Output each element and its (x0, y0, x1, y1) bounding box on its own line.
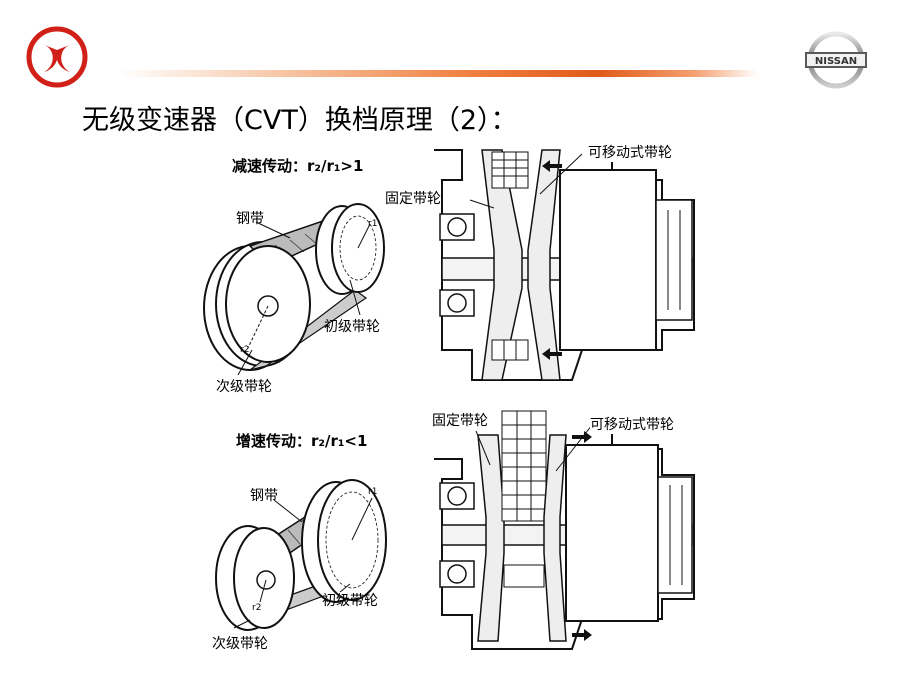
overdrive-fixed-pulley-label: 固定带轮 (432, 410, 488, 430)
overdrive-primary-pulley-label: 初级带轮 (322, 593, 378, 609)
nissan-logo: NISSAN (805, 31, 867, 89)
overdrive-section-diagram (432, 405, 698, 655)
reduction-steel-belt-label: 钢带 (236, 211, 264, 227)
reduction-fixed-pulley-label: 固定带轮 (385, 188, 441, 208)
overdrive-belt-diagram: r2 r1 (215, 479, 387, 631)
svg-text:r2: r2 (252, 603, 261, 613)
overdrive-movable-pulley-label: 可移动式带轮 (590, 414, 674, 434)
reduction-belt-diagram: r2 r1 (203, 203, 385, 376)
header-divider (118, 70, 758, 77)
reduction-secondary-pulley-label: 次级带轮 (216, 379, 272, 395)
nissan-logo-text: NISSAN (815, 56, 857, 67)
dongfeng-logo (26, 26, 88, 88)
reduction-primary-pulley-label: 初级带轮 (324, 319, 380, 335)
reduction-heading: 减速传动：r₂/r₁>1 (232, 157, 364, 175)
reduction-section-diagram (432, 140, 698, 390)
svg-text:r2: r2 (240, 345, 249, 355)
steel-belt-links (491, 151, 529, 361)
overdrive-heading: 增速传动：r₂/r₁<1 (236, 432, 368, 450)
page-title: 无级变速器（CVT）换档原理（2）： (82, 105, 518, 136)
svg-text:r1: r1 (368, 219, 377, 229)
movable-pulley-shape (527, 149, 561, 381)
overdrive-secondary-pulley-label: 次级带轮 (212, 636, 268, 652)
overdrive-steel-belt-label: 钢带 (250, 488, 278, 504)
svg-text:r1: r1 (368, 487, 377, 497)
reduction-movable-pulley-label: 可移动式带轮 (588, 142, 672, 162)
